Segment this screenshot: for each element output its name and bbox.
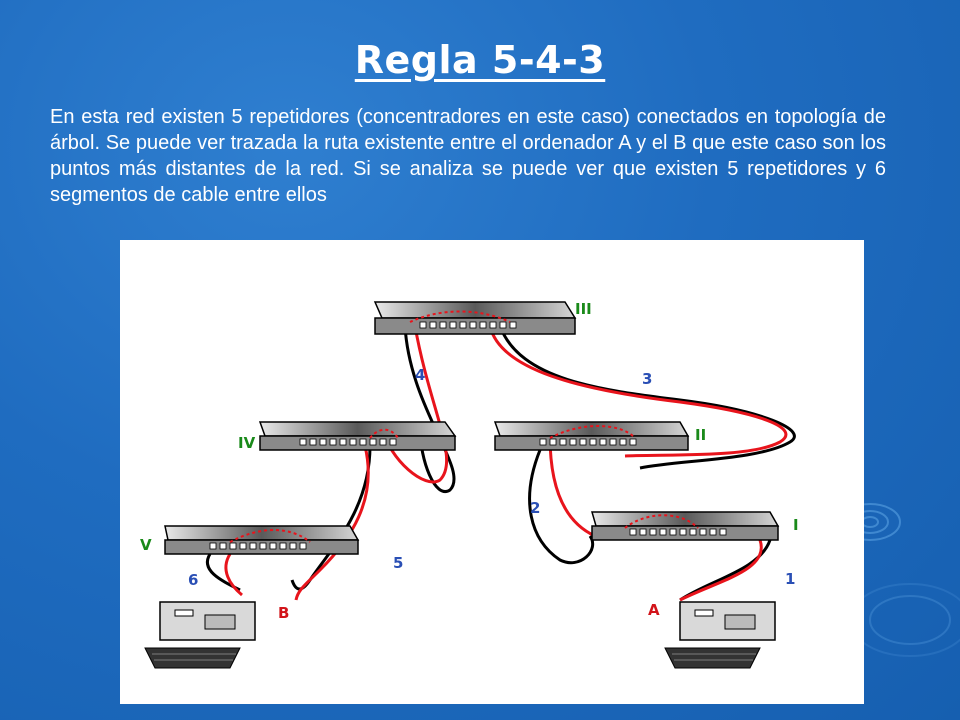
computer-A xyxy=(664,601,776,669)
path-segment-2 xyxy=(548,435,596,538)
network-diagram: III IV II I V 1 2 3 4 5 6 A B xyxy=(120,240,864,704)
computer-B xyxy=(144,601,256,669)
label-segment-6: 6 xyxy=(188,571,198,589)
repeater-III xyxy=(373,301,577,335)
cable-4-black xyxy=(403,325,456,494)
path-segment-6 xyxy=(224,553,243,597)
path-segment-3 xyxy=(488,325,788,458)
path-segment-1 xyxy=(679,539,763,602)
label-repeater-I: I xyxy=(793,516,799,534)
label-computer-A: A xyxy=(648,601,660,619)
repeater-V xyxy=(164,525,360,555)
label-segment-3: 3 xyxy=(642,370,652,388)
cable-6-black xyxy=(206,553,241,592)
label-repeater-III: III xyxy=(575,300,592,318)
path-segment-5 xyxy=(294,445,370,601)
cable-5-black xyxy=(290,445,372,591)
label-repeater-IV: IV xyxy=(238,434,256,452)
path-segment-4 xyxy=(380,325,449,484)
label-segment-1: 1 xyxy=(785,570,795,588)
slide-body-text: En esta red existen 5 repetidores (conce… xyxy=(50,106,886,206)
cable-2-black xyxy=(528,449,595,565)
repeater-II xyxy=(493,421,690,451)
label-repeater-V: V xyxy=(140,536,152,554)
label-repeater-II: II xyxy=(695,426,706,444)
label-computer-B: B xyxy=(278,604,289,622)
slide-title: Regla 5-4-3 xyxy=(354,38,606,82)
label-segment-5: 5 xyxy=(393,554,403,572)
repeater-I xyxy=(591,511,780,541)
cable-3-black xyxy=(498,325,796,470)
cable-1-black xyxy=(679,539,772,602)
label-segment-2: 2 xyxy=(530,499,540,517)
repeater-IV xyxy=(258,421,457,451)
label-segment-4: 4 xyxy=(415,366,425,384)
